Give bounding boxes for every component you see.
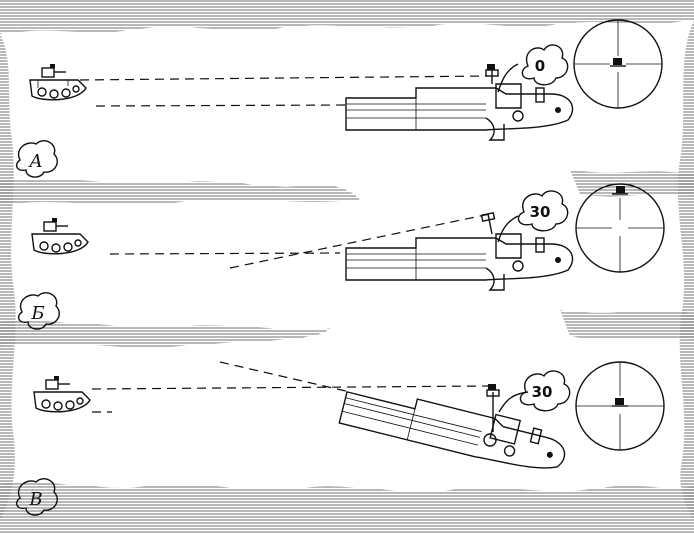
bore-line (109, 252, 341, 255)
angle-setting-label: 30 (532, 383, 553, 401)
tank-icon (33, 376, 91, 413)
line-of-sight (79, 75, 489, 81)
scope-view (573, 19, 663, 109)
svg-text:А: А (27, 151, 43, 172)
panel-label-a: А (15, 140, 58, 178)
scope-view (575, 361, 665, 451)
bore-line (219, 361, 351, 393)
svg-text:Б: Б (30, 303, 44, 324)
tank-icon (31, 218, 89, 255)
panel-b: 30 Б (17, 183, 665, 330)
panel-c: 30 В (15, 361, 665, 516)
angle-cloud: 0 (521, 44, 569, 86)
angle-cloud: 30 (517, 190, 569, 232)
angle-setting-label: 30 (530, 203, 551, 221)
gun-icon (338, 391, 566, 469)
panel-a: 0 А (15, 19, 663, 178)
panel-label-b: Б (17, 292, 60, 330)
gun-icon (345, 63, 574, 141)
gun-icon (345, 211, 574, 291)
bore-line (95, 104, 349, 107)
tank-icon (29, 64, 87, 101)
scope-view (575, 183, 665, 273)
line-of-sight (91, 385, 489, 390)
angle-setting-label: 0 (535, 57, 545, 75)
panel-label-c: В (15, 478, 58, 516)
svg-text:В: В (28, 489, 42, 510)
angle-cloud: 30 (519, 370, 571, 412)
